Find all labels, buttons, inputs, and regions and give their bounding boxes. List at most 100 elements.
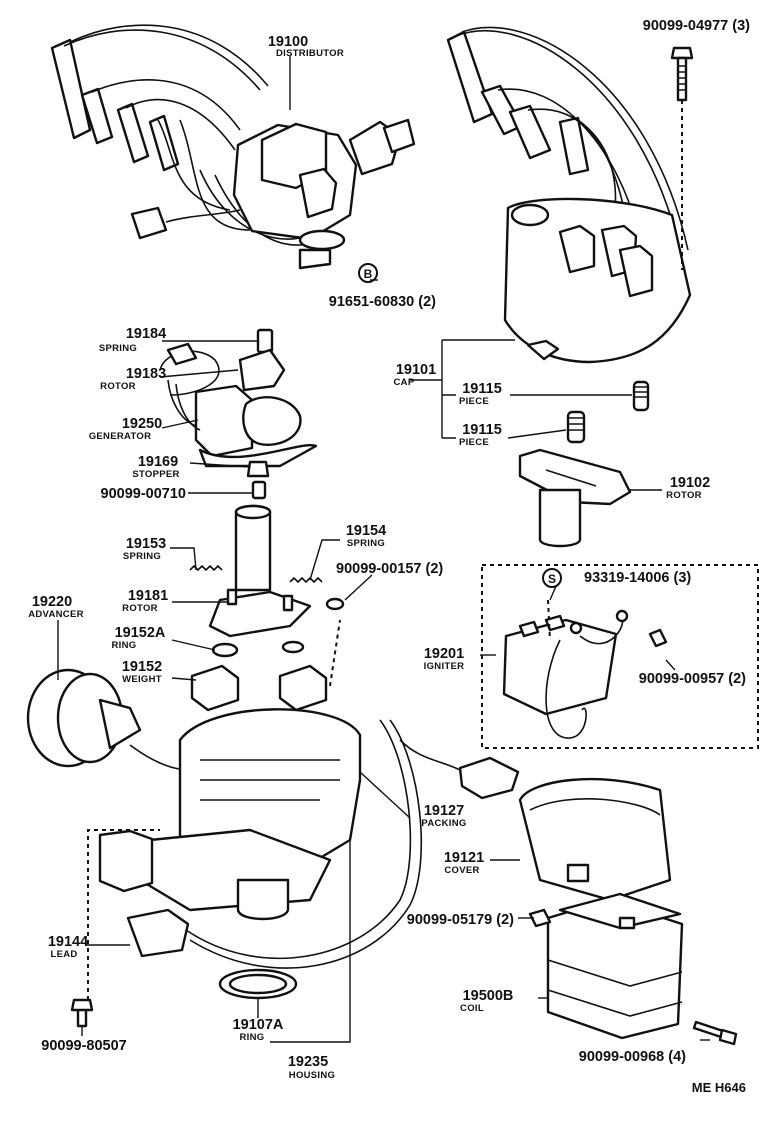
part-name: PIECE — [459, 396, 489, 407]
part-name: WEIGHT — [122, 674, 162, 685]
part-number: 19154 — [346, 523, 386, 539]
part-label-19107a: 19107A RING — [233, 1017, 284, 1043]
stopper-drawing — [246, 460, 270, 500]
part-label-90099-00710: 90099-00710 — [101, 486, 186, 502]
part-number: 19235 — [288, 1054, 328, 1070]
part-number: 19152 — [122, 659, 162, 675]
part-label-90099-80507: 90099-80507 — [41, 1038, 126, 1054]
part-number: 19153 — [126, 536, 166, 552]
part-number: 19100 — [268, 34, 308, 50]
part-name: CAP — [394, 377, 415, 388]
ring-19107a — [218, 968, 298, 1000]
part-label-19220: 19220 ADVANCER — [28, 594, 84, 620]
generator-group-drawing — [159, 328, 318, 468]
part-name: SPRING — [347, 538, 385, 549]
part-number: 19107A — [233, 1017, 284, 1033]
part-label-19127: 19127 PACKING — [421, 803, 466, 829]
diagram-code: ME H646 — [692, 1080, 746, 1095]
leader-lines — [57, 56, 759, 1043]
part-number: 90099-00157 (2) — [336, 561, 443, 577]
part-number: 19144 — [48, 934, 88, 950]
part-name: DISTRIBUTOR — [276, 48, 344, 59]
part-number: 19500B — [463, 988, 514, 1004]
part-name: SPRING — [99, 343, 137, 354]
part-number: 19101 — [396, 362, 436, 378]
part-label-19102: 19102 ROTOR — [666, 475, 710, 501]
part-label-19183: 19183 ROTOR — [100, 366, 166, 392]
part-label-90099-05179: 90099-05179 (2) — [407, 912, 514, 928]
part-number: 19152A — [115, 625, 166, 641]
part-number: 19115 — [462, 422, 502, 438]
part-label-19115-b: 19115 PIECE — [459, 422, 502, 448]
bolt-90099-00968 — [692, 1020, 738, 1046]
housing-drawing — [98, 708, 362, 921]
bolt-90099-80507 — [70, 998, 94, 1028]
part-label-91651-60830: 91651-60830 (2) — [329, 294, 436, 310]
rotor-19102-drawing — [518, 448, 632, 548]
shaft-drawing — [189, 504, 345, 712]
part-label-19169: 19169 STOPPER — [132, 454, 179, 480]
part-number: 19169 — [138, 454, 178, 470]
marker-b-label: B — [364, 267, 373, 281]
part-label-19153: 19153 SPRING — [123, 536, 166, 562]
bolt-90099-04977 — [670, 46, 694, 102]
connector-drawing — [399, 739, 520, 800]
part-name: COVER — [444, 865, 479, 876]
part-label-19100: 19100 DISTRIBUTOR — [268, 34, 344, 59]
part-name: HOUSING — [289, 1070, 335, 1081]
cap-drawing — [446, 26, 692, 364]
part-name: COIL — [460, 1003, 484, 1014]
part-label-19235: 19235 HOUSING — [288, 1054, 335, 1081]
part-name: RING — [112, 640, 137, 651]
part-number: 90099-00710 — [101, 486, 186, 502]
part-name: ROTOR — [666, 490, 702, 501]
part-label-19250: 19250 GENERATOR — [89, 416, 162, 442]
part-number: 19201 — [424, 646, 464, 662]
distributor-assembly-drawing — [50, 24, 416, 270]
part-label-19144: 19144 LEAD — [48, 934, 88, 960]
part-number: 90099-05179 (2) — [407, 912, 514, 928]
part-label-93319-14006: 93319-14006 (3) — [584, 570, 691, 586]
part-label-19201: 19201 IGNITER — [424, 646, 465, 672]
part-name: PACKING — [421, 818, 466, 829]
part-label-19181: 19181 ROTOR — [122, 588, 168, 614]
part-label-90099-04977: 90099-04977 (3) — [643, 18, 750, 34]
part-name: RING — [240, 1032, 265, 1043]
part-name: LEAD — [50, 949, 77, 960]
part-label-19101: 19101 CAP — [394, 362, 437, 388]
part-label-19500b: 19500B COIL — [460, 988, 513, 1014]
part-number: 90099-04977 (3) — [643, 18, 750, 34]
part-label-19184: 19184 SPRING — [99, 326, 166, 354]
part-number: 19121 — [444, 850, 484, 866]
part-name: ROTOR — [122, 603, 158, 614]
part-label-19152a: 19152A RING — [112, 625, 166, 651]
part-number: 19250 — [122, 416, 162, 432]
part-name: GENERATOR — [89, 431, 152, 442]
part-label-90099-00957: 90099-00957 (2) — [639, 671, 746, 687]
marker-s: S — [542, 568, 562, 588]
part-name: IGNITER — [424, 661, 465, 672]
part-number: 90099-00957 (2) — [639, 671, 746, 687]
part-label-19115-a: 19115 PIECE — [459, 381, 502, 407]
part-number: 90099-00968 (4) — [579, 1049, 686, 1065]
part-number: 19220 — [32, 594, 72, 610]
marker-b: B — [358, 263, 378, 283]
part-number: 19184 — [126, 326, 166, 342]
piece-drawing — [566, 380, 650, 444]
part-number: 91651-60830 (2) — [329, 294, 436, 310]
part-name: ADVANCER — [28, 609, 84, 620]
coil-drawing — [528, 892, 684, 1040]
part-number: 90099-80507 — [41, 1038, 126, 1054]
lead-drawing — [126, 719, 423, 969]
part-label-19154: 19154 SPRING — [346, 523, 386, 549]
part-number: 19183 — [126, 366, 166, 382]
part-name: PIECE — [459, 437, 489, 448]
part-label-19152: 19152 WEIGHT — [122, 659, 162, 685]
part-name: ROTOR — [100, 381, 136, 392]
part-label-90099-00157: 90099-00157 (2) — [336, 561, 443, 577]
part-number: 19127 — [424, 803, 464, 819]
part-name: STOPPER — [132, 469, 179, 480]
part-name: SPRING — [123, 551, 161, 562]
cover-drawing — [518, 777, 672, 902]
